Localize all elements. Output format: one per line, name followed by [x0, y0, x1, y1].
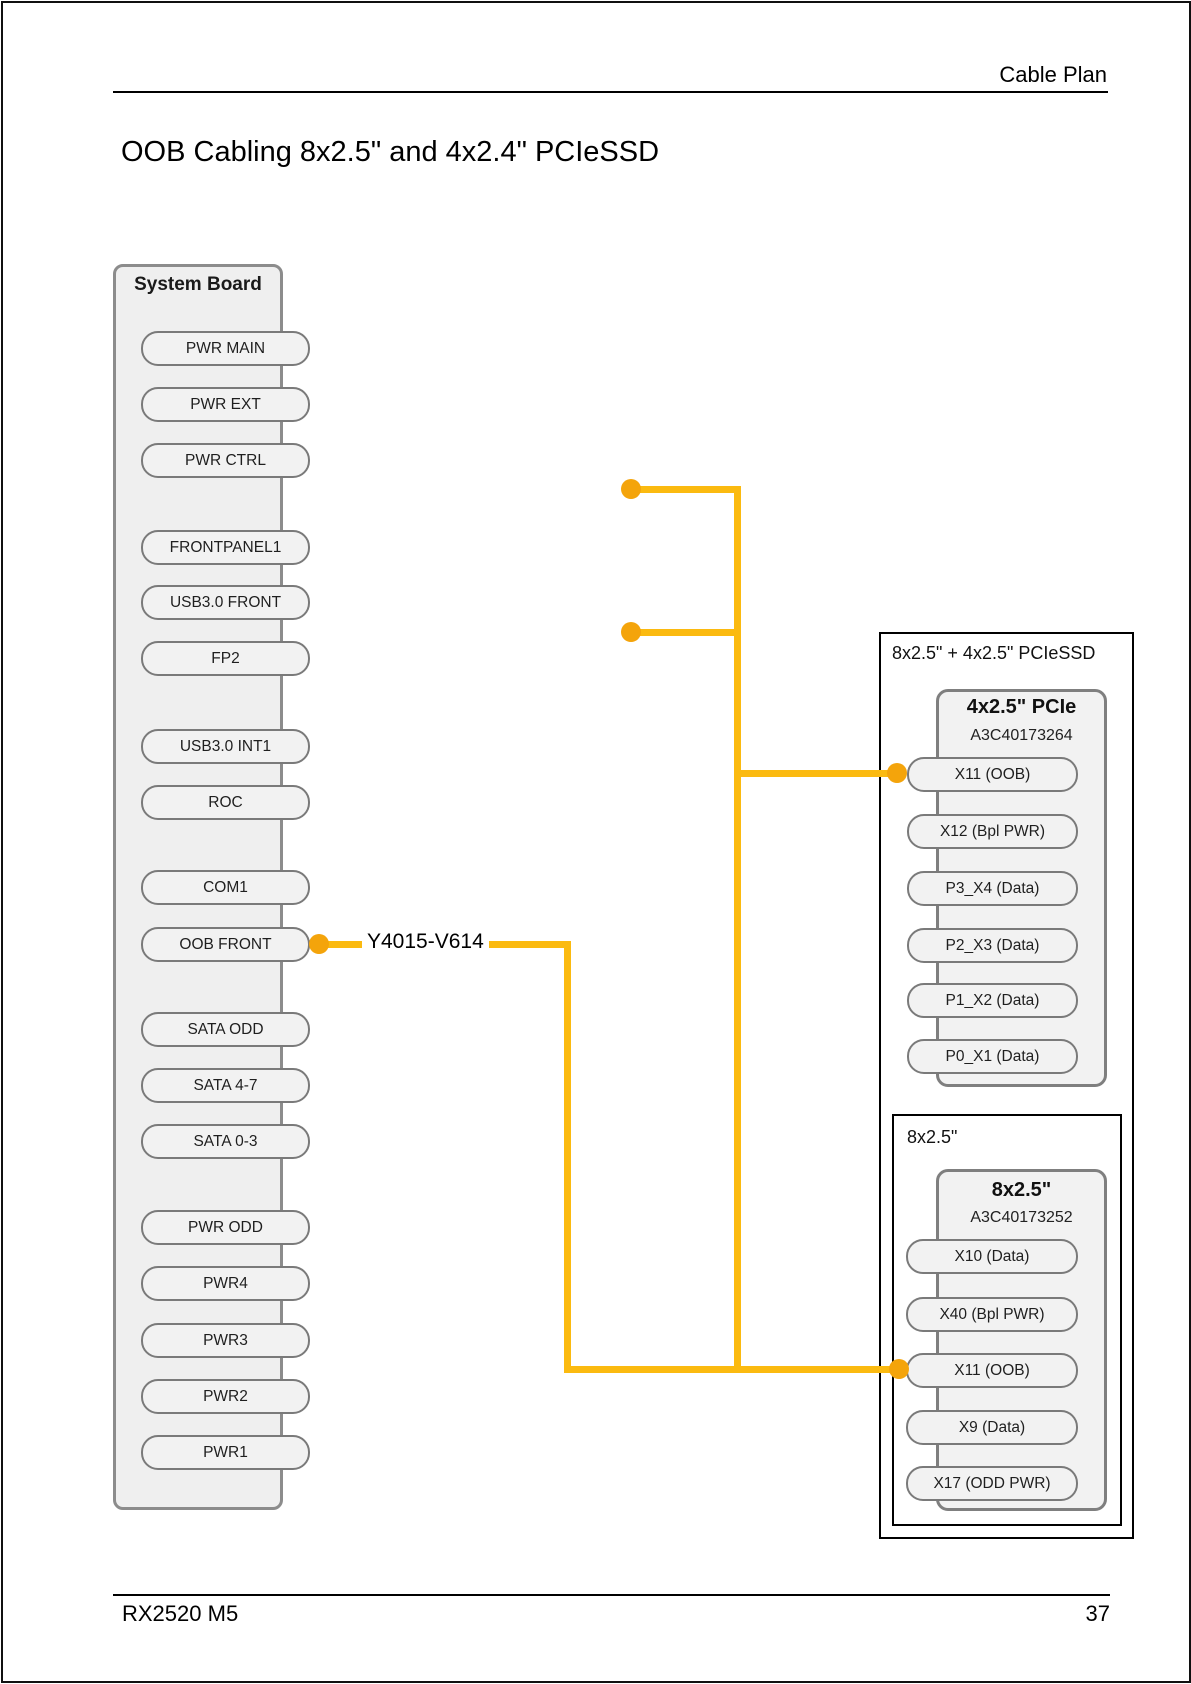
connector-usb30-front: USB3.0 FRONT: [141, 585, 310, 620]
connector-frontpanel1: FRONTPANEL1: [141, 530, 310, 565]
connector-sata-4-7: SATA 4-7: [141, 1068, 310, 1103]
cable-segment-top-stub-1: [631, 486, 737, 493]
cable-segment-bottom-horizontal: [564, 1366, 899, 1373]
system-board-title: System Board: [134, 274, 262, 295]
cable-segment-top-stub-2: [631, 629, 737, 636]
backplane-8x25-title: 8x2.5": [991, 1179, 1052, 1201]
connector-pwr-ctrl: PWR CTRL: [141, 443, 310, 478]
cable-dot-upper-x11: [887, 763, 907, 783]
connector-fp2: FP2: [141, 641, 310, 676]
footer-page-number: 37: [1085, 1601, 1110, 1626]
cable-dot-oob-front: [309, 934, 329, 954]
cable-dot-lower-x11: [889, 1359, 909, 1379]
connector-sata-0-3: SATA 0-3: [141, 1124, 310, 1159]
cable-dot-stub-2: [621, 622, 641, 642]
connector-pwr-ext: PWR EXT: [141, 387, 310, 422]
footer-rule: [113, 1594, 1110, 1596]
connector-pwr3: PWR3: [141, 1323, 310, 1358]
backplane-8x25-part-number: A3C40173252: [970, 1209, 1073, 1226]
connector-pwr-odd: PWR ODD: [141, 1210, 310, 1245]
backplane-4x25-pcie-part-number: A3C40173264: [970, 727, 1073, 744]
cable-dot-stub-1: [621, 479, 641, 499]
connector-sata-odd: SATA ODD: [141, 1012, 310, 1047]
backplane-4x25-pcie-title: 4x2.5" PCIe: [966, 696, 1077, 718]
connector-bp1-p0-x1-data: P0_X1 (Data): [907, 1039, 1078, 1074]
connector-bp1-p2-x3-data: P2_X3 (Data): [907, 928, 1078, 963]
connector-oob-front: OOB FRONT: [141, 927, 310, 962]
connector-bp1-x12-bpl-pwr: X12 (Bpl PWR): [907, 814, 1078, 849]
connector-bp2-x10-data: X10 (Data): [906, 1239, 1078, 1274]
footer-model: RX2520 M5: [122, 1601, 239, 1626]
connector-bp2-x40-bpl-pwr: X40 (Bpl PWR): [906, 1297, 1078, 1332]
connector-pwr4: PWR4: [141, 1266, 310, 1301]
connector-com1: COM1: [141, 870, 310, 905]
connector-bp2-x17-odd-pwr: X17 (ODD PWR): [906, 1466, 1078, 1501]
connector-roc: ROC: [141, 785, 310, 820]
header-rule: [113, 91, 1108, 93]
cable-part-label: Y4015-V614: [362, 930, 489, 954]
cable-segment-to-upper-x11: [734, 770, 897, 777]
connector-bp1-x11-oob: X11 (OOB): [907, 757, 1078, 792]
connector-pwr-main: PWR MAIN: [141, 331, 310, 366]
connector-bp2-x9-data: X9 (Data): [906, 1410, 1078, 1445]
page-title: OOB Cabling 8x2.5" and 4x2.4" PCIeSSD: [121, 136, 660, 168]
connector-usb30-int1: USB3.0 INT1: [141, 729, 310, 764]
pciessd-group-label: 8x2.5" + 4x2.5" PCIeSSD: [892, 643, 1096, 663]
cable-segment-left-vertical: [564, 941, 571, 1373]
connector-pwr2: PWR2: [141, 1379, 310, 1414]
connector-bp2-x11-oob: X11 (OOB): [906, 1353, 1078, 1388]
group-8x25-label: 8x2.5": [907, 1127, 958, 1147]
backplane-8x25-box: [936, 1169, 1107, 1511]
header-chapter-label: Cable Plan: [999, 62, 1107, 87]
connector-pwr1: PWR1: [141, 1435, 310, 1470]
cable-segment-right-vertical: [734, 486, 741, 1373]
connector-bp1-p1-x2-data: P1_X2 (Data): [907, 983, 1078, 1018]
connector-bp1-p3-x4-data: P3_X4 (Data): [907, 871, 1078, 906]
